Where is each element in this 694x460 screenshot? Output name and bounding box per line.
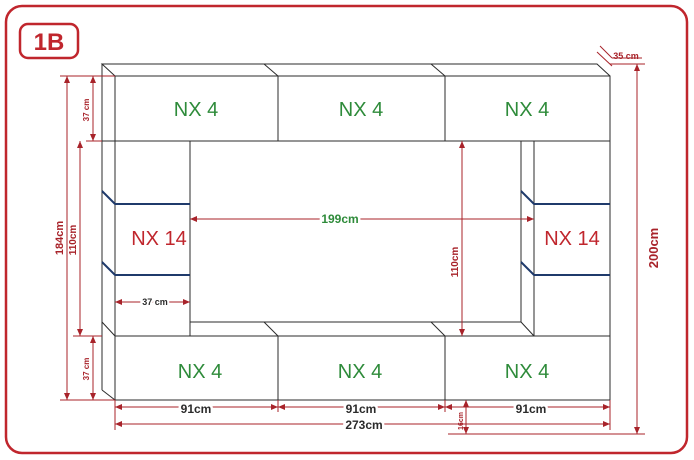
width-2-label: 91cm: [346, 402, 377, 416]
module-top-right-label: NX 4: [505, 99, 549, 121]
module-side-left-label: NX 14: [131, 228, 187, 250]
module-height-top-label: 37 cm: [82, 99, 91, 122]
module-bottom-mid-label: NX 4: [338, 361, 382, 383]
glass-shelves: [101, 190, 610, 276]
badge: 1B: [18, 22, 80, 60]
module-top-left-label: NX 4: [174, 99, 218, 121]
module-top-mid-label: NX 4: [339, 99, 383, 121]
inner-width-label: 199cm: [321, 212, 358, 226]
module-bottom-right-label: NX 4: [505, 361, 549, 383]
dimension-lines: [60, 45, 645, 435]
total-height-right-label: 200cm: [646, 228, 661, 268]
outer-frame: [4, 4, 689, 455]
depth-label: 35 cm: [613, 51, 639, 61]
module-labels: NX 4 NX 4 NX 4 NX 14 NX 14 NX 4 NX 4 NX …: [131, 99, 600, 383]
leg-height-label: 16cm: [458, 412, 465, 430]
width-1-label: 91cm: [181, 402, 212, 416]
total-height-left-label: 184cm: [54, 221, 66, 255]
total-width-label: 273cm: [345, 418, 382, 432]
badge-label: 1B: [34, 29, 65, 56]
module-bottom-left-label: NX 4: [178, 361, 222, 383]
width-3-label: 91cm: [516, 402, 547, 416]
module-height-bottom-label: 37 cm: [82, 358, 91, 381]
inner-height-label: 110cm: [450, 247, 461, 278]
side-height-left-label: 110cm: [68, 225, 79, 256]
side-width-label: 37 cm: [142, 297, 168, 307]
module-side-right-label: NX 14: [544, 228, 600, 250]
dimension-arrowheads: [64, 64, 640, 434]
dimension-labels: 35 cm 184cm 37 cm 110cm 37 cm 37 cm 199c…: [54, 51, 661, 435]
